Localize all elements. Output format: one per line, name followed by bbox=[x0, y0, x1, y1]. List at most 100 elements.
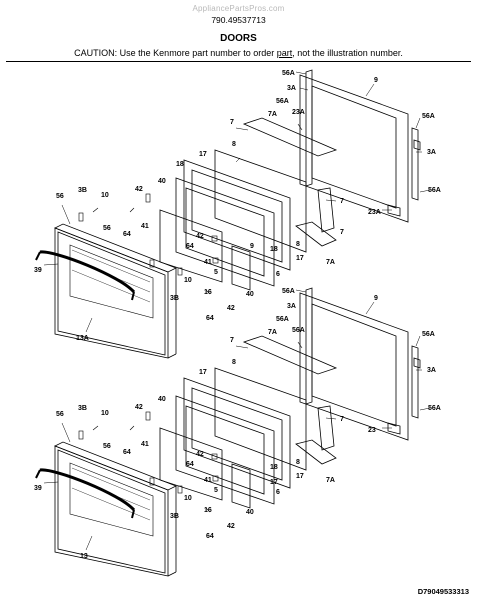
callout-9: 9 bbox=[250, 243, 254, 250]
callout-16: 16 bbox=[204, 507, 212, 514]
callout-41: 41 bbox=[141, 223, 149, 230]
upper-insulation-strips[interactable] bbox=[242, 117, 338, 247]
callout-56A: 56A bbox=[282, 70, 295, 77]
callout-6: 6 bbox=[276, 271, 280, 278]
watermark-text: AppliancePartsPros.com bbox=[192, 4, 285, 13]
callout-10: 10 bbox=[101, 410, 109, 417]
callout-39: 39 bbox=[34, 267, 42, 274]
callout-42: 42 bbox=[196, 451, 204, 458]
lower-door-handle[interactable] bbox=[35, 468, 136, 519]
upper-window-frame[interactable] bbox=[183, 159, 291, 271]
callout-7: 7 bbox=[230, 119, 234, 126]
callout-7: 7 bbox=[230, 337, 234, 344]
callout-17: 17 bbox=[199, 151, 207, 158]
diagram-id: D79049533313 bbox=[417, 587, 469, 596]
callout-64: 64 bbox=[186, 243, 194, 250]
lower-window-frame[interactable] bbox=[183, 377, 291, 489]
callout-64: 64 bbox=[206, 315, 214, 322]
upper-inner-glass[interactable] bbox=[214, 149, 307, 253]
callout-9: 9 bbox=[374, 295, 378, 302]
lower-glass-pane[interactable] bbox=[159, 427, 223, 501]
callout-3B: 3B bbox=[170, 295, 179, 302]
callout-56A: 56A bbox=[282, 288, 295, 295]
upper-fasteners[interactable] bbox=[78, 123, 303, 295]
callout-16: 16 bbox=[204, 289, 212, 296]
callout-40: 40 bbox=[246, 509, 254, 516]
callout-8: 8 bbox=[296, 459, 300, 466]
callout-64: 64 bbox=[123, 231, 131, 238]
callout-8: 8 bbox=[232, 359, 236, 366]
callout-17: 17 bbox=[270, 479, 278, 486]
lower-door-liner[interactable] bbox=[299, 287, 409, 441]
callout-6: 6 bbox=[276, 489, 280, 496]
model-number: 790.49537713 bbox=[211, 15, 266, 25]
callout-42: 42 bbox=[135, 404, 143, 411]
callout-56A: 56A bbox=[422, 331, 435, 338]
callout-17: 17 bbox=[199, 369, 207, 376]
callout-17: 17 bbox=[296, 473, 304, 480]
callout-3A: 3A bbox=[287, 303, 296, 310]
callout-64: 64 bbox=[186, 461, 194, 468]
callout-56A: 56A bbox=[428, 405, 441, 412]
callout-56A: 56A bbox=[292, 327, 305, 334]
callout-5: 5 bbox=[214, 269, 218, 276]
upper-outer-door-panel[interactable] bbox=[54, 223, 177, 359]
callout-23A: 23A bbox=[292, 109, 305, 116]
section-title: DOORS bbox=[220, 33, 257, 44]
callout-41: 41 bbox=[141, 441, 149, 448]
callout-40: 40 bbox=[246, 291, 254, 298]
callout-3A: 3A bbox=[427, 149, 436, 156]
caution-part-link[interactable]: part bbox=[276, 48, 293, 58]
callout-42: 42 bbox=[196, 233, 204, 240]
lower-insulation-strips[interactable] bbox=[242, 335, 338, 465]
callout-41: 41 bbox=[204, 477, 212, 484]
lower-outer-door-panel[interactable] bbox=[54, 441, 177, 577]
lower-leader-lines bbox=[43, 289, 431, 551]
callout-41: 41 bbox=[204, 259, 212, 266]
callout-7A: 7A bbox=[268, 111, 277, 118]
lower-inner-frame[interactable] bbox=[175, 395, 275, 509]
callout-17: 17 bbox=[296, 255, 304, 262]
callout-3B: 3B bbox=[78, 187, 87, 194]
callout-10: 10 bbox=[184, 495, 192, 502]
callout-3A: 3A bbox=[287, 85, 296, 92]
callout-7A: 7A bbox=[326, 477, 335, 484]
callout-18: 18 bbox=[270, 464, 278, 471]
upper-leader-lines bbox=[43, 71, 431, 333]
upper-hinges[interactable] bbox=[387, 127, 421, 217]
callout-56: 56 bbox=[103, 225, 111, 232]
callout-56: 56 bbox=[103, 443, 111, 450]
callout-7: 7 bbox=[340, 416, 344, 423]
upper-door-handle[interactable] bbox=[35, 250, 136, 301]
callout-64: 64 bbox=[123, 449, 131, 456]
callout-56A: 56A bbox=[428, 187, 441, 194]
upper-glass-pane[interactable] bbox=[159, 209, 223, 283]
lower-inner-glass[interactable] bbox=[214, 367, 307, 471]
upper-door-liner[interactable] bbox=[299, 69, 409, 223]
callout-56A: 56A bbox=[422, 113, 435, 120]
callout-42: 42 bbox=[135, 186, 143, 193]
lower-fasteners[interactable] bbox=[78, 341, 303, 513]
callout-56: 56 bbox=[56, 193, 64, 200]
callout-5: 5 bbox=[214, 487, 218, 494]
upper-inner-frame[interactable] bbox=[175, 177, 275, 291]
callout-23A: 23A bbox=[368, 209, 381, 216]
callout-64: 64 bbox=[206, 533, 214, 540]
callout-18: 18 bbox=[176, 161, 184, 168]
callout-8: 8 bbox=[296, 241, 300, 248]
callout-18: 18 bbox=[270, 246, 278, 253]
header-divider bbox=[6, 61, 471, 62]
caution-text-after: , not the illustration number. bbox=[292, 48, 403, 58]
lower-hinges[interactable] bbox=[387, 345, 421, 435]
callout-56: 56 bbox=[56, 411, 64, 418]
callout-39: 39 bbox=[34, 485, 42, 492]
callout-9: 9 bbox=[374, 77, 378, 84]
callout-8: 8 bbox=[232, 141, 236, 148]
callout-10: 10 bbox=[101, 192, 109, 199]
callout-13A: 13A bbox=[76, 335, 89, 342]
callout-42: 42 bbox=[227, 305, 235, 312]
callout-7A: 7A bbox=[268, 329, 277, 336]
lower-door-assembly: 56A 9 56A 3A 7A 56A 7 17 56A 3A 8 56A 7 … bbox=[34, 287, 441, 577]
callout-56A: 56A bbox=[276, 316, 289, 323]
